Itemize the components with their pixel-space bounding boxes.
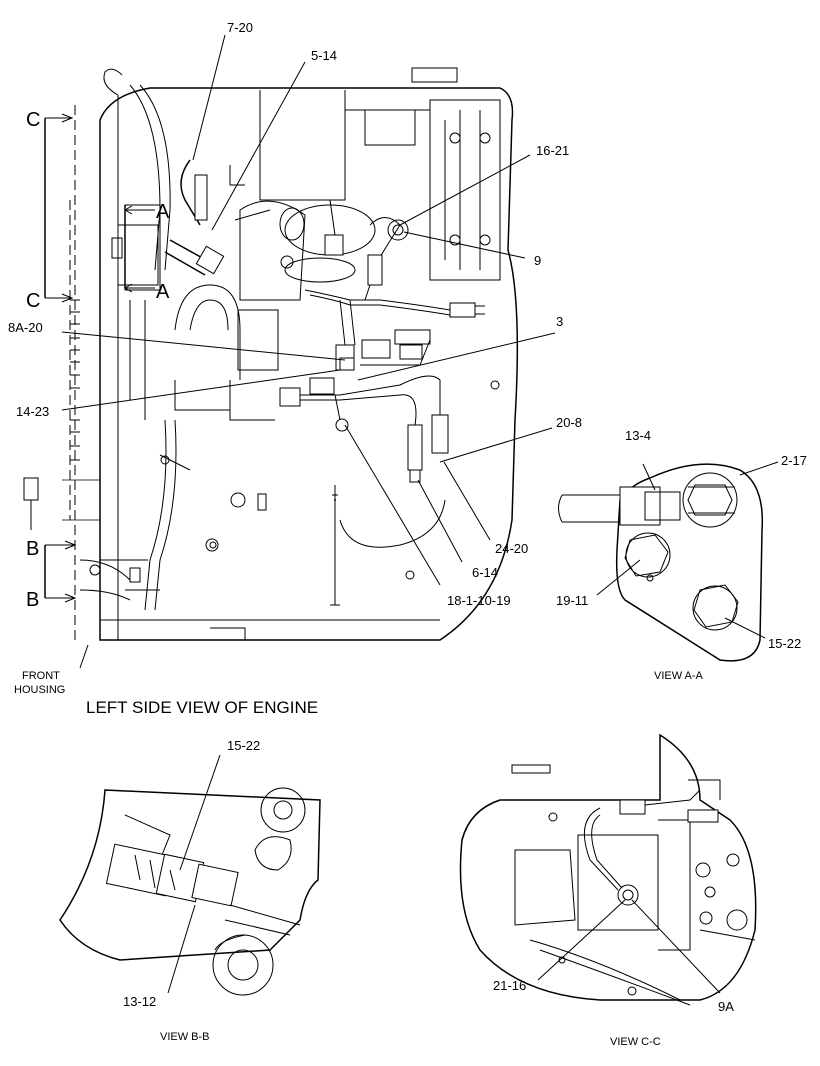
view-aa-drawing <box>558 463 764 662</box>
front-housing-line1: FRONT <box>22 670 60 682</box>
callout-15-22-bb: 15-22 <box>227 738 260 753</box>
callout-7-20: 7-20 <box>227 20 253 35</box>
callout-9: 9 <box>534 253 541 268</box>
callout-20-8: 20-8 <box>556 415 582 430</box>
view-cc-drawing <box>459 733 757 1006</box>
callout-13-12: 13-12 <box>123 994 156 1009</box>
view-aa-leader-lines <box>596 461 779 639</box>
section-marker-c-top: C <box>26 109 40 131</box>
view-bb-leader-lines <box>167 754 221 994</box>
view-cc-caption: VIEW C-C <box>610 1036 661 1048</box>
section-markers <box>44 113 155 603</box>
callout-15-22-aa: 15-22 <box>768 636 801 651</box>
callout-18-1-10-19: 18-1-10-19 <box>447 593 511 608</box>
view-cc-leader-lines <box>537 899 721 994</box>
callout-24-20: 24-20 <box>495 541 528 556</box>
section-marker-b-top: B <box>26 538 39 560</box>
callout-6-14: 6-14 <box>472 565 498 580</box>
callout-21-16: 21-16 <box>493 978 526 993</box>
main-view-title: LEFT SIDE VIEW OF ENGINE <box>86 698 318 717</box>
section-marker-a-top: A <box>156 201 170 223</box>
view-bb-caption: VIEW B-B <box>160 1031 210 1043</box>
callout-5-14: 5-14 <box>311 48 337 63</box>
section-marker-c-bottom: C <box>26 290 40 312</box>
callout-14-23: 14-23 <box>16 404 49 419</box>
view-aa-caption: VIEW A-A <box>654 670 704 682</box>
callout-3: 3 <box>556 314 563 329</box>
callout-13-4: 13-4 <box>625 428 651 443</box>
callout-8a-20: 8A-20 <box>8 320 43 335</box>
front-housing-line2: HOUSING <box>14 684 65 696</box>
callout-19-11: 19-11 <box>556 593 588 608</box>
callout-9a: 9A <box>718 999 734 1014</box>
callout-2-17: 2-17 <box>781 453 807 468</box>
left-side-view-drawing <box>23 67 519 641</box>
section-marker-b-bottom: B <box>26 589 39 611</box>
main-leader-lines <box>61 34 556 669</box>
callout-16-21: 16-21 <box>536 143 569 158</box>
section-marker-a-bottom: A <box>156 281 170 303</box>
view-bb-drawing <box>59 787 321 996</box>
